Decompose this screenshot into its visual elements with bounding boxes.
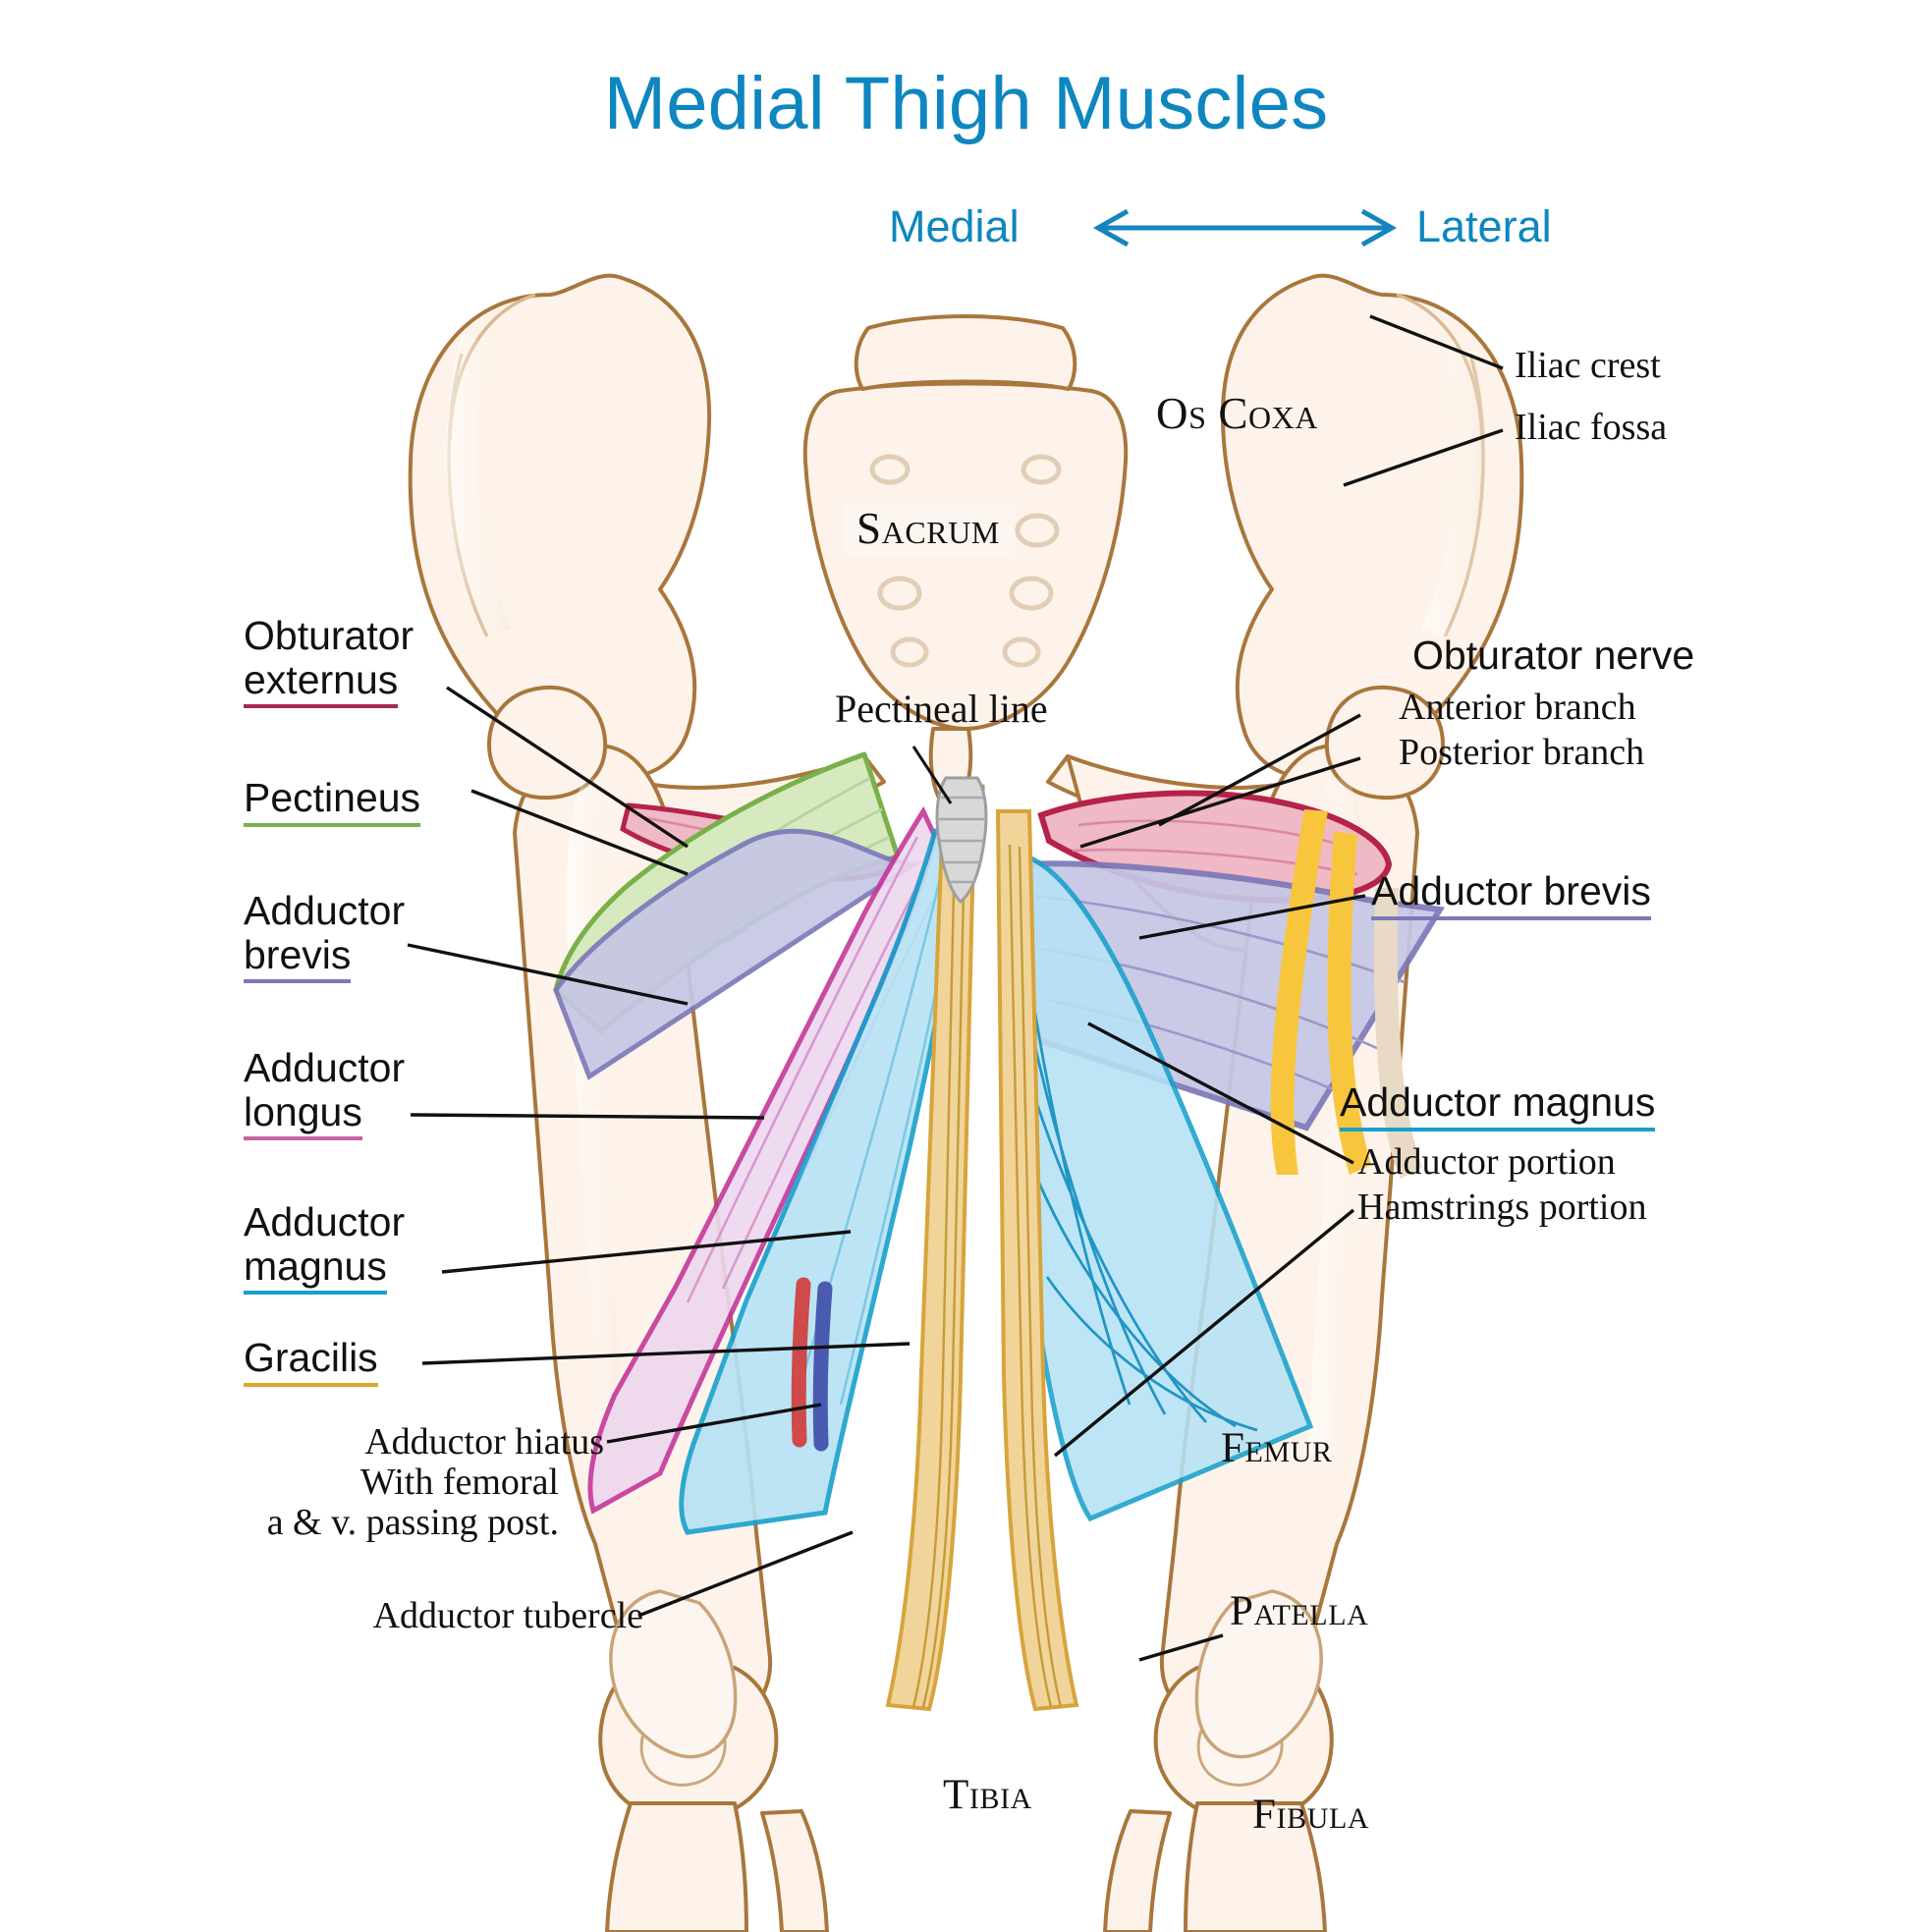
leader-adductor-longus-left <box>410 1113 765 1120</box>
label-femur: Femur <box>1221 1425 1333 1471</box>
leader-pectineal-line <box>911 745 953 804</box>
leader-adductor-brevis-right <box>1138 894 1366 940</box>
label-adductor-hiatus-line3: a & v. passing post. <box>266 1502 559 1544</box>
legend-adductor-magnus-right[interactable]: Adductor magnus <box>1340 1080 1656 1132</box>
label-pectineal-line: Pectineal line <box>835 687 1048 731</box>
leader-obturator-externus <box>446 686 689 849</box>
label-fibula: Fibula <box>1252 1792 1370 1838</box>
leader-pectineus <box>470 789 689 876</box>
femoral-vessels-left <box>791 1277 833 1452</box>
label-adductor-hiatus-line1: Adductor hiatus <box>364 1421 604 1463</box>
legend-obturator-externus-line2: externus <box>244 657 399 709</box>
tibia-fibula-bones <box>605 1801 1327 1932</box>
muscle-adductor-brevis-left <box>553 828 922 1080</box>
legend-obturator-nerve-text: Obturator nerve <box>1412 633 1695 678</box>
page-title: Medial Thigh Muscles <box>603 62 1329 145</box>
label-iliac-fossa: Iliac fossa <box>1515 407 1668 448</box>
muscle-gracilis-left <box>885 809 977 1712</box>
label-os-coxa: Os Coxa <box>1156 389 1319 438</box>
legend-adductor-brevis-line2: brevis <box>244 932 352 984</box>
leader-gracilis <box>421 1342 911 1365</box>
label-obturator-nerve-anterior: Anterior branch <box>1399 687 1636 728</box>
orientation-medial-label: Medial <box>889 201 1020 251</box>
obturator-nerve-branches <box>1270 809 1371 1175</box>
orientation-lateral-label: Lateral <box>1416 201 1552 251</box>
legend-adductor-magnus-line2: magnus <box>244 1243 387 1296</box>
deep-tendon-sliver <box>1373 888 1422 1179</box>
label-adductor-hiatus-line2: With femoral <box>359 1462 559 1504</box>
pubic-symphysis <box>935 776 988 905</box>
leader-adductor-brevis-left <box>407 943 689 1006</box>
label-patella: Patella <box>1230 1588 1369 1634</box>
legend-pectineus[interactable]: Pectineus <box>244 776 421 827</box>
legend-adductor-magnus-right-text: Adductor magnus <box>1340 1080 1656 1132</box>
legend-gracilis-text: Gracilis <box>244 1336 378 1387</box>
label-tibia: Tibia <box>943 1772 1032 1818</box>
legend-adductor-brevis-right[interactable]: Adductor brevis <box>1371 869 1651 920</box>
leader-adductor-magnus-left <box>441 1230 852 1274</box>
leader-obturator-nerve-posterior <box>1079 756 1361 849</box>
muscle-gracilis-right <box>995 809 1079 1712</box>
leader-obturator-nerve-anterior <box>1158 713 1361 827</box>
legend-gracilis[interactable]: Gracilis <box>244 1336 378 1387</box>
label-sacrum: Sacrum <box>843 503 1014 558</box>
legend-pectineus-text: Pectineus <box>244 776 421 827</box>
legend-obturator-externus-line1: Obturator <box>244 613 414 658</box>
legend-adductor-brevis[interactable]: Adductor brevis <box>244 888 406 984</box>
patella-bones <box>609 1589 1323 1759</box>
label-hamstrings-portion: Hamstrings portion <box>1357 1187 1647 1228</box>
legend-adductor-brevis-line1: Adductor <box>244 888 406 933</box>
label-iliac-crest: Iliac crest <box>1515 345 1661 386</box>
legend-adductor-longus[interactable]: Adductor longus <box>244 1045 406 1141</box>
leader-adductor-tubercle <box>637 1530 854 1618</box>
orientation-arrow <box>1092 208 1398 248</box>
legend-adductor-magnus[interactable]: Adductor magnus <box>244 1199 406 1296</box>
legend-obturator-nerve[interactable]: Obturator nerve <box>1412 634 1694 678</box>
leader-adductor-hiatus <box>606 1403 822 1444</box>
label-adductor-hiatus: Adductor hiatus With femoral a & v. pass… <box>10 1421 604 1544</box>
leader-hamstrings-portion <box>1053 1208 1355 1458</box>
label-adductor-portion: Adductor portion <box>1357 1141 1616 1183</box>
legend-adductor-longus-line2: longus <box>244 1089 362 1141</box>
legend-adductor-magnus-line1: Adductor <box>244 1199 406 1244</box>
leader-iliac-fossa <box>1343 428 1504 487</box>
legend-obturator-externus[interactable]: Obturator externus <box>244 613 414 709</box>
legend-adductor-brevis-right-text: Adductor brevis <box>1371 869 1651 920</box>
leader-iliac-crest <box>1369 314 1504 370</box>
label-adductor-tubercle: Adductor tubercle <box>372 1595 643 1636</box>
leader-patella <box>1138 1633 1224 1662</box>
label-obturator-nerve-posterior: Posterior branch <box>1399 732 1645 773</box>
leader-adductor-magnus-portion <box>1087 1021 1354 1165</box>
legend-adductor-longus-line1: Adductor <box>244 1045 406 1090</box>
